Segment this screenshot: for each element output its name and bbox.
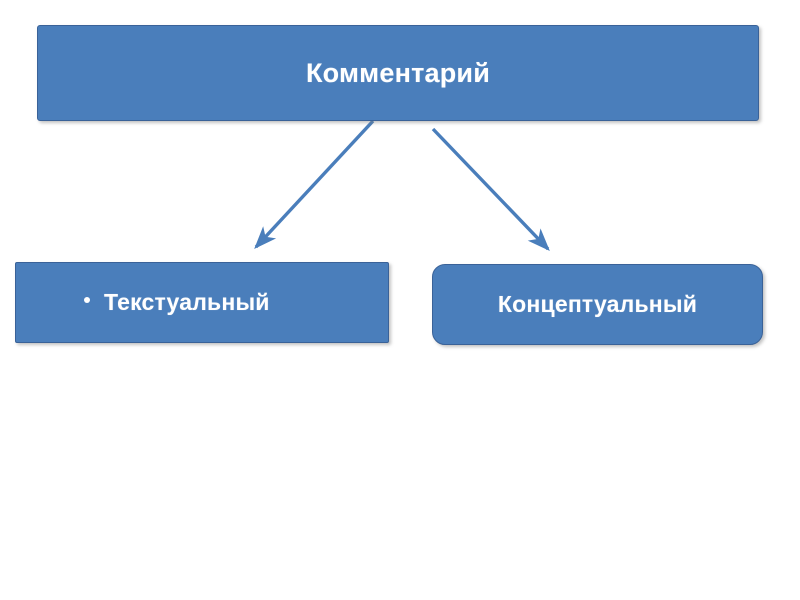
node-kontseptualnyy-label: Концептуальный [497,291,698,317]
node-tekstualnyy-label: Текстуальный [104,289,270,315]
connector-arrow-to-conceptual [431,127,550,251]
node-kommentariy-label: Комментарий [305,57,490,88]
node-kommentariy[interactable]: Комментарий [37,25,759,121]
connector-arrow-to-textual [254,119,375,249]
bullet-icon [84,296,90,303]
node-kontseptualnyy[interactable]: Концептуальный [432,264,763,345]
node-tekstualnyy[interactable]: Текстуальный [15,262,389,343]
node-tekstualnyy-label-wrap: Текстуальный [84,289,270,316]
